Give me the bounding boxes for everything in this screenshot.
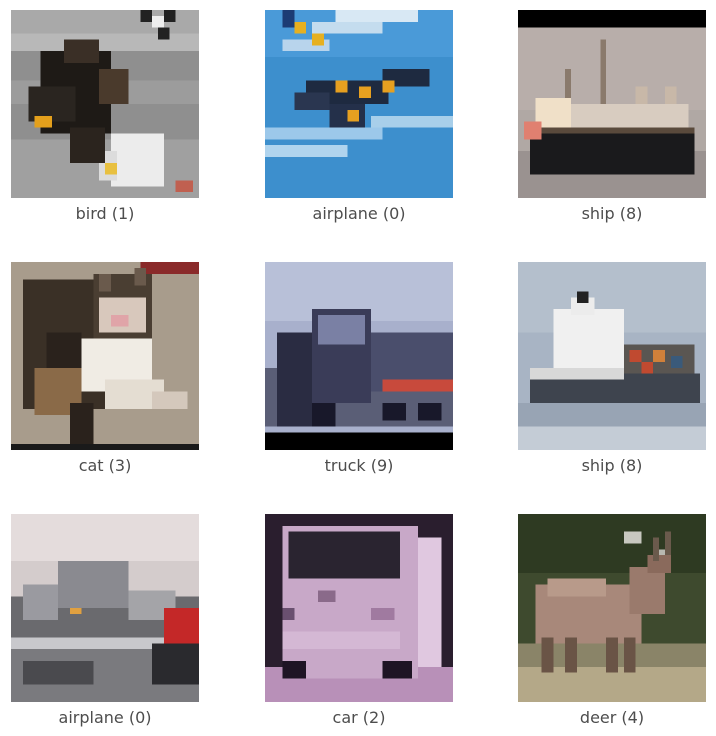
truck-image	[265, 262, 453, 450]
image-caption: airplane (0)	[58, 708, 152, 727]
deer-image	[518, 514, 706, 702]
ship-image	[518, 10, 706, 198]
image-caption: airplane (0)	[312, 204, 406, 223]
image-caption: cat (3)	[78, 456, 132, 475]
ship-image	[518, 262, 706, 450]
cat-image	[11, 262, 199, 450]
airplane-image	[265, 10, 453, 198]
image-caption: bird (1)	[75, 204, 135, 223]
image-caption: truck (9)	[324, 456, 394, 475]
car-image	[265, 514, 453, 702]
image-caption: deer (4)	[579, 708, 645, 727]
image-caption: car (2)	[332, 708, 386, 727]
airplane-image	[11, 514, 199, 702]
image-caption: ship (8)	[581, 456, 643, 475]
bird-image	[11, 10, 199, 198]
image-caption: ship (8)	[581, 204, 643, 223]
